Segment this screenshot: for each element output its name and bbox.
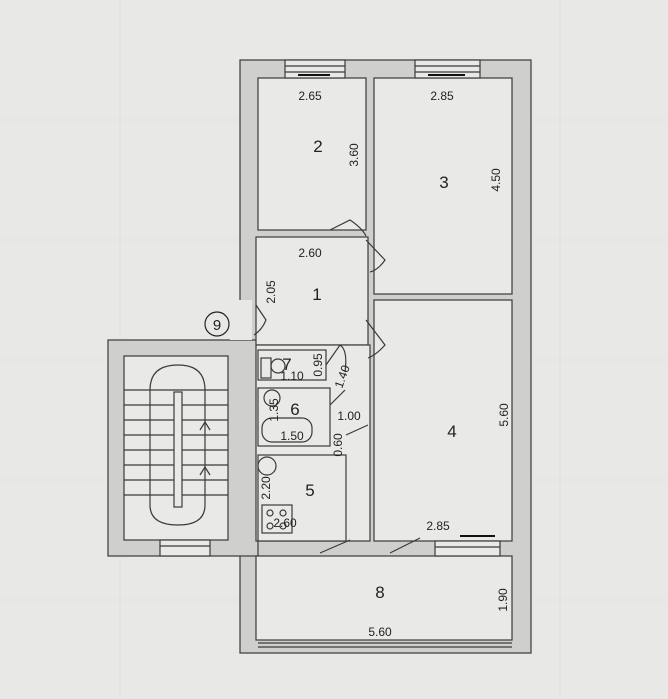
room-3	[373, 77, 513, 295]
doors	[253, 219, 421, 554]
room-4	[373, 299, 513, 542]
room-7-number: 7	[282, 355, 291, 374]
room-3-height: 4.50	[489, 168, 503, 192]
hall-width: 1.00	[337, 409, 361, 423]
room-1	[255, 236, 369, 346]
room-1-number: 1	[312, 285, 321, 304]
room-8-number: 8	[375, 583, 384, 602]
room-6	[257, 387, 331, 447]
room-8	[255, 555, 513, 641]
fixtures	[257, 357, 313, 534]
room-4-height: 5.60	[497, 403, 511, 427]
entrance-marker	[204, 311, 230, 337]
room-3-width: 2.85	[430, 89, 454, 103]
window-arrows	[298, 74, 495, 537]
hall-depth: 0.60	[331, 433, 345, 457]
entrance-gap	[230, 300, 252, 340]
room-2	[257, 77, 367, 231]
room-2-width: 2.65	[298, 89, 322, 103]
room-7-width: 1.10	[280, 369, 304, 383]
windows	[159, 59, 512, 648]
stairs	[124, 364, 228, 526]
room-2-number: 2	[313, 137, 322, 156]
room-6-height: 1.35	[267, 398, 281, 422]
room-1-height: 2.05	[264, 280, 278, 304]
room-9-number: 9	[213, 317, 221, 334]
room-3-number: 3	[439, 173, 448, 192]
room-8-height: 1.90	[496, 588, 510, 612]
room-1-width: 2.60	[298, 246, 322, 260]
room-5-number: 5	[305, 481, 314, 500]
room-6-width: 1.50	[280, 429, 304, 443]
room-2-height: 3.60	[347, 143, 361, 167]
room-7-height: 0.95	[311, 353, 325, 377]
room-6-number: 6	[290, 400, 299, 419]
room-5-height: 2.20	[259, 476, 273, 500]
room-5-width: 2.60	[273, 516, 297, 530]
room-4-width: 2.85	[426, 519, 450, 533]
room-4-number: 4	[447, 422, 456, 441]
room-8-width: 5.60	[368, 625, 392, 639]
